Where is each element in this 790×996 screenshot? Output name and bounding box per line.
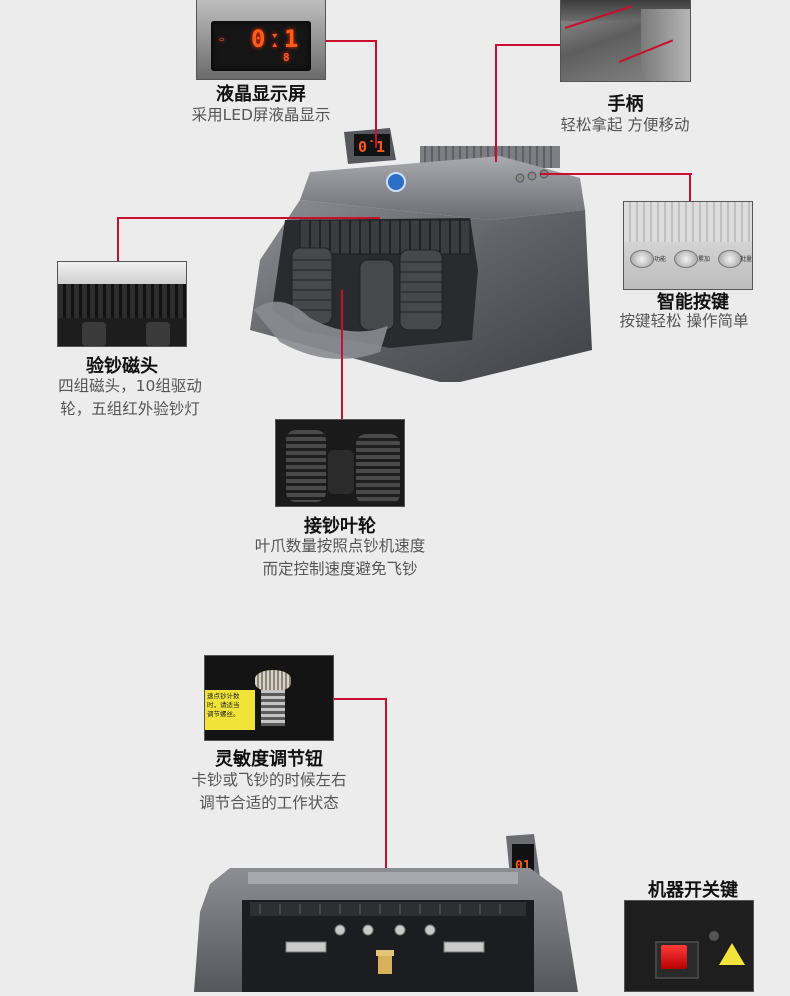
button-label-add: 累加 [698, 256, 711, 263]
buttons-icon: 功能 累加 批量 [624, 202, 753, 289]
impeller-icon [276, 420, 404, 506]
impeller-photo [275, 419, 405, 507]
magnetic-head-icon [58, 262, 186, 346]
magnetic-photo [57, 261, 187, 347]
knob-photo: 速点钞计数 时，请适当 调节螺丝。 [204, 655, 334, 741]
callout-line-impeller-v [341, 290, 343, 420]
callout-line-knob-h [334, 698, 387, 700]
feature-title-impeller: 接钞叶轮 [304, 516, 376, 537]
power-switch-icon [625, 901, 753, 991]
handle-icon [561, 0, 690, 81]
button-label-batch: 批量 [740, 256, 753, 263]
callout-line-lcd-v [375, 40, 377, 148]
knob-sticker: 速点钞计数 时，请适当 调节螺丝。 [205, 690, 255, 730]
machine-illustration-icon: 0˙1 [250, 128, 592, 382]
money-counter-machine: 0˙1 [240, 120, 600, 390]
callout-line-knob-v [385, 698, 387, 968]
feature-title-magnetic: 验钞磁头 [86, 356, 158, 377]
callout-line-magnetic-h [118, 217, 380, 219]
callout-line-magnetic-v [117, 217, 119, 262]
handle-photo [560, 0, 691, 82]
money-counter-top-view: 01 [190, 832, 580, 992]
feature-desc-lcd: 采用LED屏液晶显示 [191, 106, 331, 124]
feature-title-power: 机器开关键 [648, 880, 738, 901]
svg-text:0˙1: 0˙1 [358, 138, 385, 156]
callout-line-lcd-h [326, 40, 377, 42]
button-label-function: 功能 [654, 256, 667, 263]
knob-icon: 速点钞计数 时，请适当 调节螺丝。 [205, 656, 333, 740]
power-photo [624, 900, 754, 992]
callout-line-buttons-h [540, 173, 692, 175]
feature-title-buttons: 智能按键 [657, 292, 729, 313]
feature-desc-knob: 卡钞或飞钞的时候左右 调节合适的工作状态 [191, 771, 347, 812]
lcd-display-icon: ⇨ 0ː1 8 [211, 21, 311, 71]
lcd-readout: 0ː1 [251, 25, 301, 53]
feature-title-lcd: 液晶显示屏 [216, 84, 306, 105]
feature-desc-buttons: 按键轻松 操作简单 [619, 312, 749, 330]
feature-title-knob: 灵敏度调节钮 [215, 749, 323, 770]
lcd-photo: ⇨ 0ː1 8 [196, 0, 326, 80]
feature-title-handle: 手柄 [607, 94, 644, 115]
lcd-arrow: ⇨ [219, 35, 225, 45]
feature-desc-impeller: 叶爪数量按照点钞机速度 而定控制速度避免飞钞 [254, 537, 426, 578]
callout-line-handle-h [496, 44, 560, 46]
machine-top-illustration-icon: 01 [194, 834, 578, 992]
feature-desc-handle: 轻松拿起 方便移动 [560, 116, 690, 134]
lcd-small: 8 [283, 51, 290, 64]
callout-line-handle-v [495, 44, 497, 162]
callout-line-buttons-v [689, 173, 691, 203]
feature-desc-magnetic: 四组磁头，10组驱动 轮，五组红外验钞灯 [58, 377, 202, 418]
buttons-photo: 功能 累加 批量 [623, 201, 753, 290]
